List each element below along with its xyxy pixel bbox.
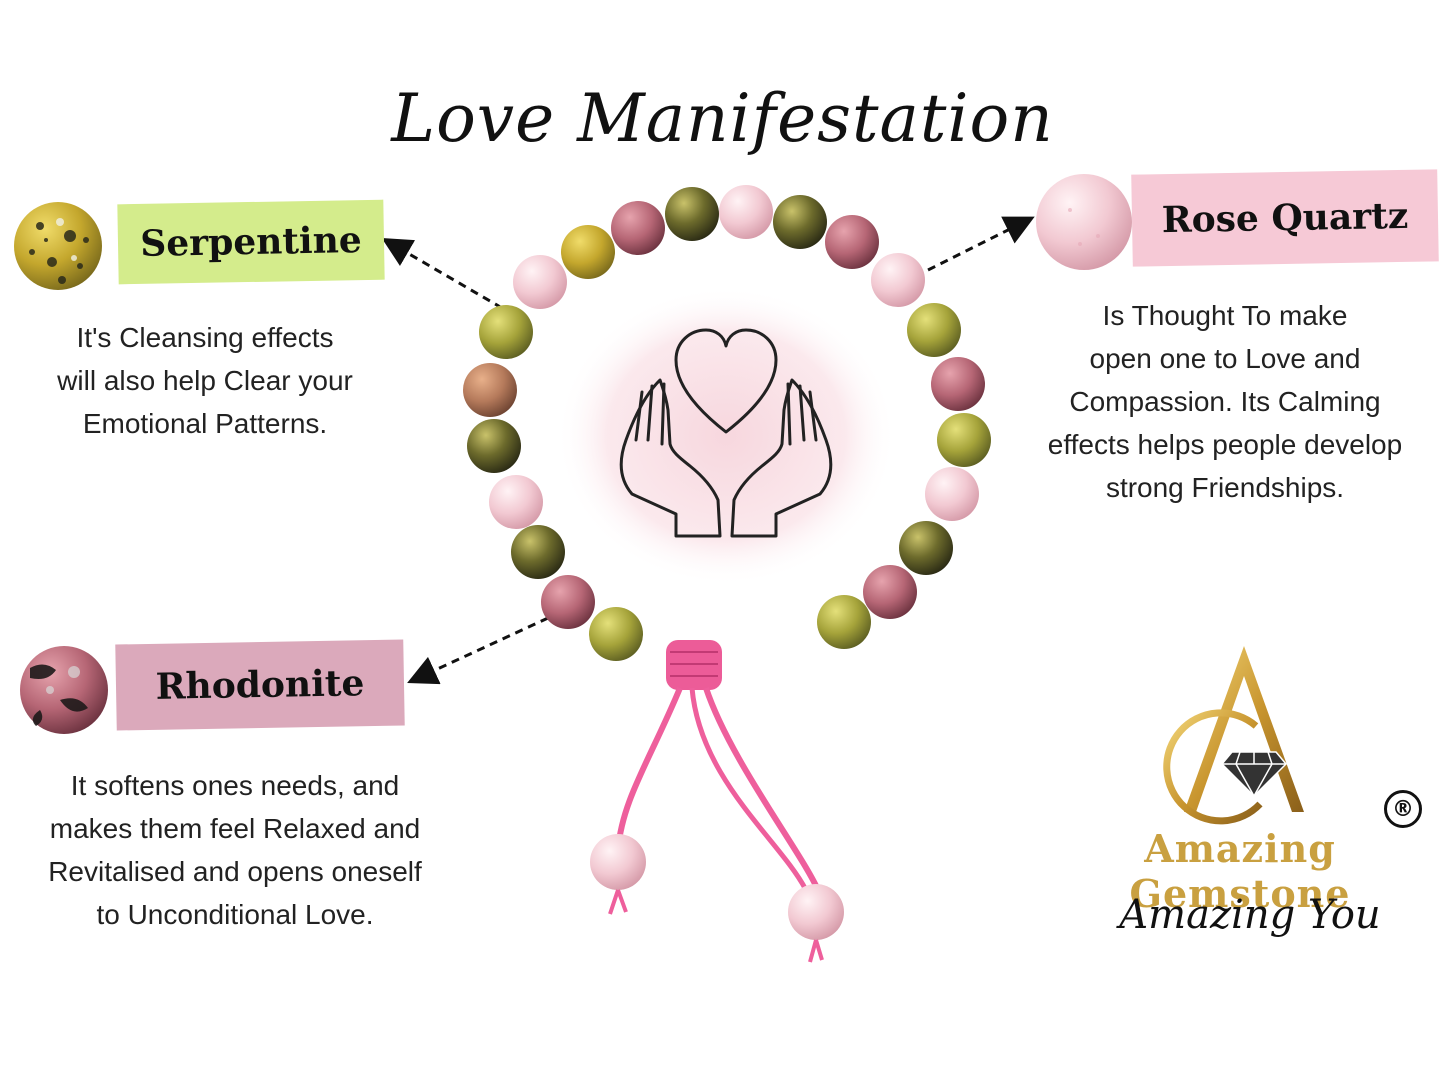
description-line: It's Cleansing effects	[76, 322, 334, 353]
rhodonite-stone-icon	[20, 646, 108, 734]
rhodonite-arrow	[407, 616, 549, 685]
hands-holding-heart-icon	[619, 328, 833, 538]
page-title: Love Manifestation	[391, 80, 1054, 157]
serpentine-description: It's Cleansing effects will also help Cl…	[0, 316, 410, 445]
description-line: Compassion. Its Calming	[1069, 386, 1381, 417]
description-line: makes them feel Relaxed and	[49, 813, 421, 844]
brand-name: Amazing Gemstone	[1129, 826, 1351, 916]
serpentine-label: Serpentine	[117, 199, 385, 285]
description-line: Revitalised and opens oneself	[48, 856, 422, 887]
description-line: Emotional Patterns.	[82, 408, 328, 439]
description-line: It softens ones needs, and	[70, 770, 400, 801]
rose-quartz-stone-icon	[1036, 174, 1132, 270]
diamond-icon	[1220, 751, 1288, 798]
rose-quartz-arrow	[927, 216, 1035, 272]
rhodonite-label: Rhodonite	[115, 639, 405, 731]
description-line: Is Thought To make	[1102, 300, 1348, 331]
description-line: will also help Clear your	[57, 365, 353, 396]
pink-cord	[590, 640, 844, 963]
rose-quartz-label: Rose Quartz	[1131, 169, 1439, 267]
serpentine-arrow	[381, 237, 503, 310]
bracelet	[463, 185, 991, 661]
description-line: strong Friendships.	[1105, 472, 1345, 503]
registered-mark: ®	[1384, 790, 1422, 828]
description-line: to Unconditional Love.	[96, 899, 374, 930]
description-line: effects helps people develop	[1047, 429, 1403, 460]
description-line: open one to Love and	[1089, 343, 1361, 374]
brand-tagline: Amazing You	[1119, 892, 1381, 938]
rhodonite-description: It softens ones needs, and makes them fe…	[0, 764, 470, 936]
brand-logo-icon	[1163, 646, 1304, 825]
rose-quartz-description: Is Thought To make open one to Love and …	[1005, 294, 1445, 509]
serpentine-stone-icon	[14, 202, 102, 290]
